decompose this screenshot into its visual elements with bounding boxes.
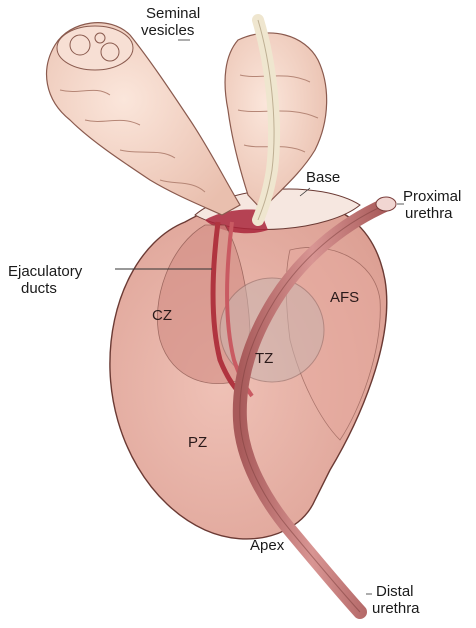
- label-seminal-vesicles-1: Seminal: [146, 5, 200, 22]
- label-base: Base: [306, 169, 340, 186]
- proximal-urethra-opening: [376, 197, 396, 211]
- label-ejaculatory-ducts-2: ducts: [21, 280, 57, 297]
- zone-pz: PZ: [188, 434, 207, 451]
- zone-cz: CZ: [152, 307, 172, 324]
- label-seminal-vesicles-2: vesicles: [141, 22, 194, 39]
- vesicle-coil: [57, 26, 133, 70]
- label-distal-urethra-2: urethra: [372, 600, 420, 617]
- label-apex: Apex: [250, 537, 285, 554]
- label-proximal-urethra-2: urethra: [405, 205, 453, 222]
- label-distal-urethra-1: Distal: [376, 583, 414, 600]
- zone-afs: AFS: [330, 289, 359, 306]
- label-proximal-urethra-1: Proximal: [403, 188, 461, 205]
- zone-tz: TZ: [255, 350, 273, 367]
- label-ejaculatory-ducts-1: Ejaculatory: [8, 263, 83, 280]
